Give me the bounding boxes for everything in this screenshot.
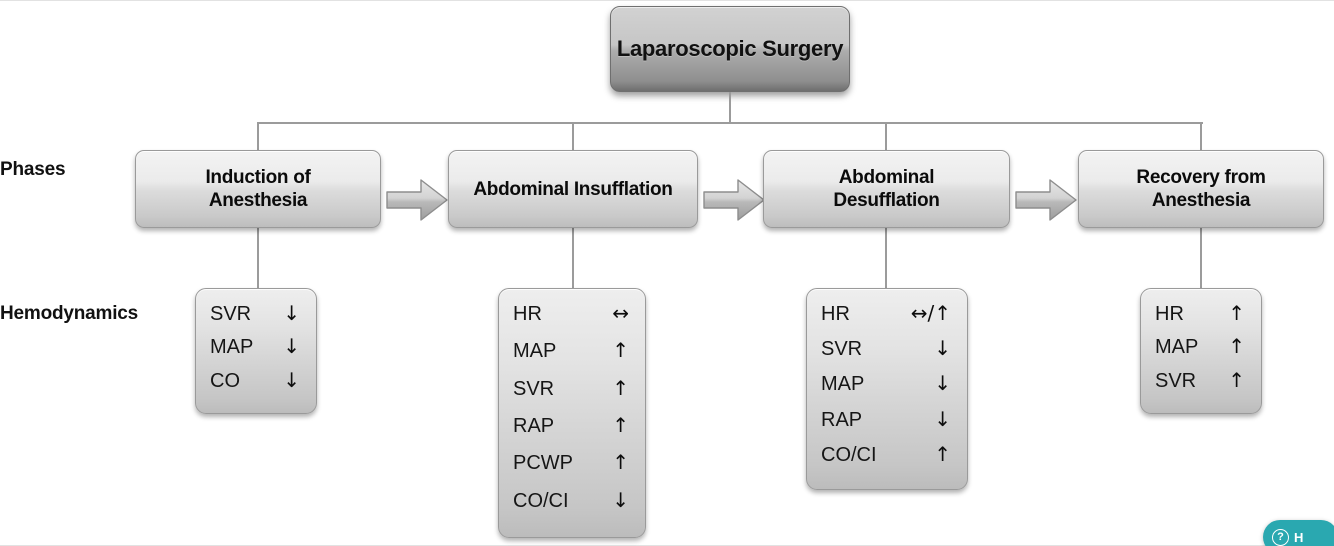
hemodynamics-row: RAP ↑ xyxy=(499,413,645,450)
hemo-param-name: CO/CI xyxy=(821,443,877,466)
hemodynamics-box-insufflation: HR ↔ MAP ↑ SVR ↑ RAP ↑ PCWP ↑ CO/CI ↓ xyxy=(498,288,646,538)
hemo-param-name: HR xyxy=(513,303,542,325)
phase-label-line1: Abdominal Insufflation xyxy=(473,178,673,200)
hemodynamics-box-induction: SVR ↓ MAP ↓ CO ↓ xyxy=(195,288,317,414)
hemo-trend-arrow: ↑ xyxy=(612,338,629,363)
phase-box-recovery-from-anesthesia: Recovery from Anesthesia xyxy=(1078,150,1324,228)
connector-drop-phase-1 xyxy=(572,122,574,151)
hemo-param-name: MAP xyxy=(210,336,254,359)
hemo-trend-arrow: ↑ xyxy=(1228,334,1245,359)
hemodynamics-row: CO ↓ xyxy=(196,368,316,401)
hemo-param-name: MAP xyxy=(1155,336,1199,359)
hemodynamics-row: SVR ↓ xyxy=(807,336,967,371)
connector-phase-2-to-hemo xyxy=(885,228,887,289)
hemodynamics-box-desufflation: HR ↔/↑ SVR ↓ MAP ↓ RAP ↓ CO/CI ↑ xyxy=(806,288,968,490)
hemo-param-name: HR xyxy=(821,303,850,325)
connector-drop-phase-3 xyxy=(1200,122,1202,151)
hemo-param-name: RAP xyxy=(513,414,555,437)
hemodynamics-row: HR ↔/↑ xyxy=(807,301,967,336)
hemo-trend-arrow: ↑ xyxy=(612,450,629,475)
phase-label-line2: Anesthesia xyxy=(208,190,308,211)
hemodynamics-row: MAP ↑ xyxy=(499,338,645,375)
phase-box-induction-of-anesthesia: Induction of Anesthesia xyxy=(135,150,381,228)
phase-box-abdominal-insufflation: Abdominal Insufflation xyxy=(448,150,698,228)
hemodynamics-row: CO/CI ↑ xyxy=(807,442,967,477)
connector-phase-1-to-hemo xyxy=(572,228,574,289)
hemo-trend-arrow: ↑ xyxy=(1228,301,1245,325)
hemo-trend-arrow: ↓ xyxy=(283,334,300,359)
phase-box-label: Abdominal Desufflation xyxy=(825,166,947,212)
phase-box-label: Induction of Anesthesia xyxy=(197,166,318,212)
help-widget-button[interactable]: ? H xyxy=(1263,520,1334,546)
phase-label-line2: Anesthesia xyxy=(1151,190,1251,211)
hemodynamics-box-recovery: HR ↑ MAP ↑ SVR ↑ xyxy=(1140,288,1262,414)
hemodynamics-row: PCWP ↑ xyxy=(499,450,645,487)
hemodynamics-row: MAP ↓ xyxy=(807,371,967,406)
hemo-trend-arrow: ↓ xyxy=(612,487,629,512)
connector-drop-phase-2 xyxy=(885,122,887,151)
hemo-trend-arrow: ↓ xyxy=(283,367,300,392)
hemodynamics-row: SVR ↓ xyxy=(196,301,316,334)
block-arrow-desufflation-to-recovery xyxy=(1014,176,1078,224)
hemo-trend-arrow: ↓ xyxy=(934,406,951,431)
hemodynamics-row: HR ↔ xyxy=(499,301,645,338)
hemo-param-name: SVR xyxy=(513,377,555,400)
hemodynamics-row: SVR ↑ xyxy=(1141,368,1261,401)
help-widget-label: H xyxy=(1294,529,1304,545)
hemo-trend-arrow: ↓ xyxy=(934,336,951,361)
phase-label-line1: Abdominal xyxy=(838,167,935,188)
title-box-laparoscopic-surgery: Laparoscopic Surgery xyxy=(610,6,850,92)
hemo-param-name: CO/CI xyxy=(513,489,569,512)
hemo-param-name: SVR xyxy=(1155,369,1197,392)
phase-box-label: Abdominal Insufflation xyxy=(465,178,680,201)
hemo-param-name: CO xyxy=(210,369,240,392)
phase-label-line1: Induction of xyxy=(205,167,311,188)
hemo-trend-arrow: ↓ xyxy=(283,301,300,325)
connector-phase-0-to-hemo xyxy=(257,228,259,289)
hemodynamics-row: MAP ↑ xyxy=(1141,334,1261,367)
hemo-param-name: MAP xyxy=(821,373,865,396)
row-label-hemodynamics: Hemodynamics xyxy=(0,303,139,324)
hemodynamics-row: MAP ↓ xyxy=(196,334,316,367)
row-label-phases: Phases xyxy=(0,159,66,180)
page-top-rule xyxy=(0,0,1334,1)
hemodynamics-row: RAP ↓ xyxy=(807,407,967,442)
hemo-param-name: HR xyxy=(1155,303,1184,325)
title-box-label: Laparoscopic Surgery xyxy=(616,36,844,61)
hemo-param-name: PCWP xyxy=(513,452,573,475)
hemo-trend-arrow: ↑ xyxy=(612,375,629,400)
phase-box-label: Recovery from Anesthesia xyxy=(1128,166,1273,212)
connector-phase-3-to-hemo xyxy=(1200,228,1202,289)
hemo-trend-arrow: ↔/↑ xyxy=(910,301,951,325)
hemo-trend-arrow: ↔ xyxy=(612,301,629,325)
hemodynamics-row: CO/CI ↓ xyxy=(499,488,645,525)
phase-box-abdominal-desufflation: Abdominal Desufflation xyxy=(763,150,1010,228)
block-arrow-insufflation-to-desufflation xyxy=(702,176,766,224)
phase-label-line1: Recovery from xyxy=(1136,167,1266,188)
hemo-param-name: SVR xyxy=(210,303,252,325)
hemo-trend-arrow: ↑ xyxy=(1228,367,1245,392)
hemo-trend-arrow: ↑ xyxy=(612,412,629,437)
question-mark-icon: ? xyxy=(1272,528,1289,546)
hemo-trend-arrow: ↓ xyxy=(934,371,951,396)
hemo-param-name: SVR xyxy=(821,338,863,361)
block-arrow-induction-to-insufflation xyxy=(385,176,449,224)
connector-horizontal-bus xyxy=(258,122,1203,124)
phase-label-line2: Desufflation xyxy=(833,190,940,211)
hemodynamics-row: SVR ↑ xyxy=(499,376,645,413)
hemo-trend-arrow: ↑ xyxy=(934,441,951,466)
hemo-param-name: RAP xyxy=(821,408,863,431)
connector-title-stem xyxy=(729,92,731,123)
connector-drop-phase-0 xyxy=(257,122,259,151)
hemodynamics-row: HR ↑ xyxy=(1141,301,1261,334)
hemo-param-name: MAP xyxy=(513,340,557,363)
